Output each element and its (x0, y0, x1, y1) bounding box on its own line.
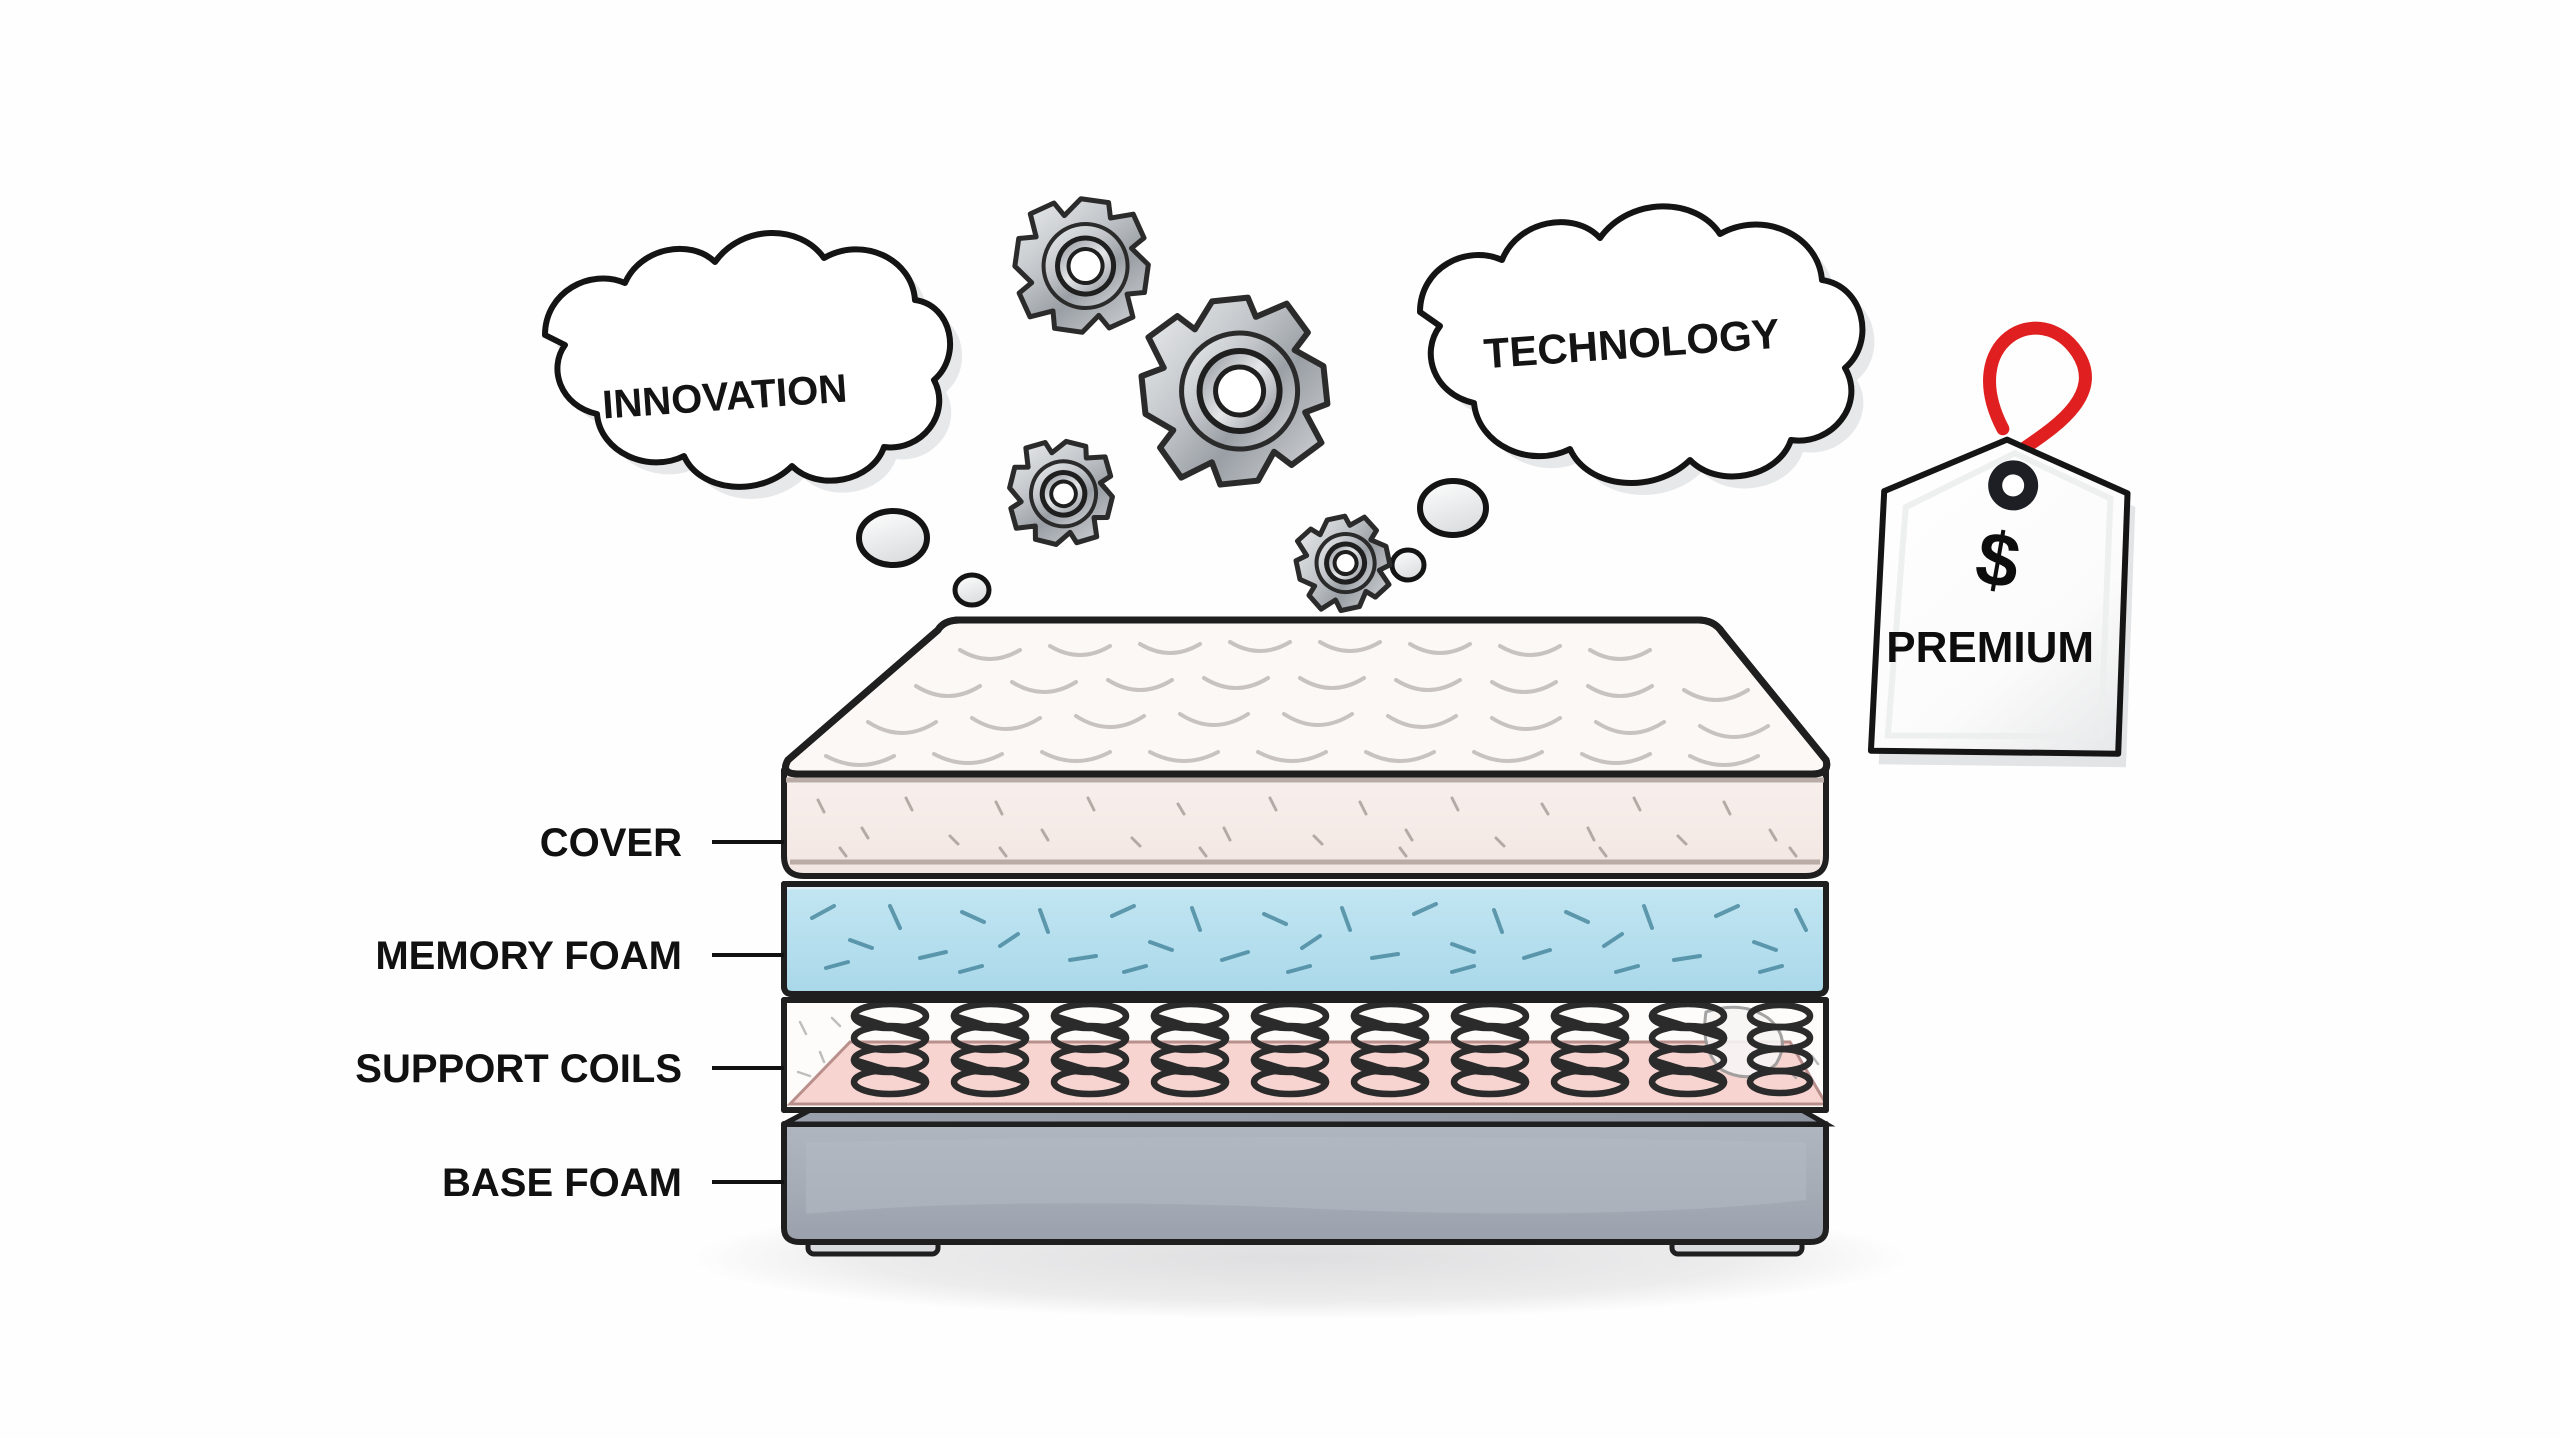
memory-foam-outline (781, 881, 1829, 997)
support-coils-springs (850, 1000, 1814, 1098)
innovation-bubble-body (542, 230, 954, 490)
thought-bubble-small-2 (952, 572, 992, 608)
innovation-trail-bubbles (856, 508, 992, 608)
coil-spring (1648, 1000, 1728, 1098)
gear-tiny-left-icon (1007, 438, 1115, 548)
callout-support-coils[interactable]: SUPPORT COILS (355, 1047, 784, 1091)
coil-spring (950, 1000, 1030, 1098)
coil-spring (850, 1000, 930, 1098)
coil-spring (1746, 1001, 1814, 1097)
memory-foam-texture (810, 902, 1808, 974)
thought-bubble-small-4 (1389, 547, 1427, 583)
coil-spring (1450, 1000, 1530, 1098)
price-tag-body (1867, 436, 2131, 757)
price-tag[interactable]: $ PREMIUM (1837, 306, 2198, 806)
gear-bore (1332, 550, 1359, 577)
mattress-layer-support-coils[interactable] (781, 997, 1829, 1113)
technology-bubble-body (1417, 203, 1866, 486)
coil-spring (1050, 1000, 1130, 1098)
thought-bubble-technology: TECHNOLOGY (1417, 203, 1875, 495)
gear-bore (1213, 364, 1267, 418)
gear-bore (1049, 479, 1078, 509)
thought-bubble-innovation: INNOVATION (542, 230, 963, 499)
price-tag-label: PREMIUM (1886, 623, 2094, 672)
support-coils-shell-outline (781, 997, 1829, 1113)
callout-label-support-coils: SUPPORT COILS (355, 1047, 682, 1091)
price-tag-string (1983, 321, 2092, 457)
thought-bubble-small-1 (856, 508, 930, 568)
coil-spring (1550, 1000, 1630, 1098)
memory-foam-body (781, 881, 1829, 997)
callout-base-foam[interactable]: BASE FOAM (442, 1161, 784, 1205)
price-tag-grommet-hole (2002, 474, 2025, 497)
mattress-layer-memory-foam[interactable] (781, 881, 1829, 997)
price-tag-inner-highlight (1884, 449, 2114, 740)
cover-side-texture (816, 796, 1798, 858)
base-foam-sheen (806, 1137, 1806, 1214)
callout-label-memory-foam: MEMORY FOAM (375, 934, 682, 978)
cover-quilt-pattern (824, 640, 1770, 767)
gear-bore (1066, 247, 1105, 286)
callout-label-base-foam: BASE FOAM (442, 1161, 682, 1205)
cover-side-band (781, 767, 1829, 879)
callout-cover[interactable]: COVER (540, 821, 784, 865)
cover-top-outline (782, 616, 1831, 778)
thought-bubble-small-3 (1417, 478, 1489, 538)
coil-spring (1150, 1000, 1230, 1098)
gear-large-center-icon (1138, 294, 1331, 488)
mattress-layer-cover[interactable] (781, 616, 1831, 879)
support-coils-left-speckle (796, 1016, 842, 1078)
callout-label-cover: COVER (540, 821, 682, 865)
mattress-layer-base-foam[interactable] (781, 1105, 1836, 1257)
gear-tiny-bottom-icon (1293, 513, 1393, 614)
gear-small-top-icon (1012, 196, 1151, 335)
coil-spring (1350, 1000, 1430, 1098)
coil-spring (1250, 1000, 1330, 1098)
callout-memory-foam[interactable]: MEMORY FOAM (375, 934, 784, 978)
